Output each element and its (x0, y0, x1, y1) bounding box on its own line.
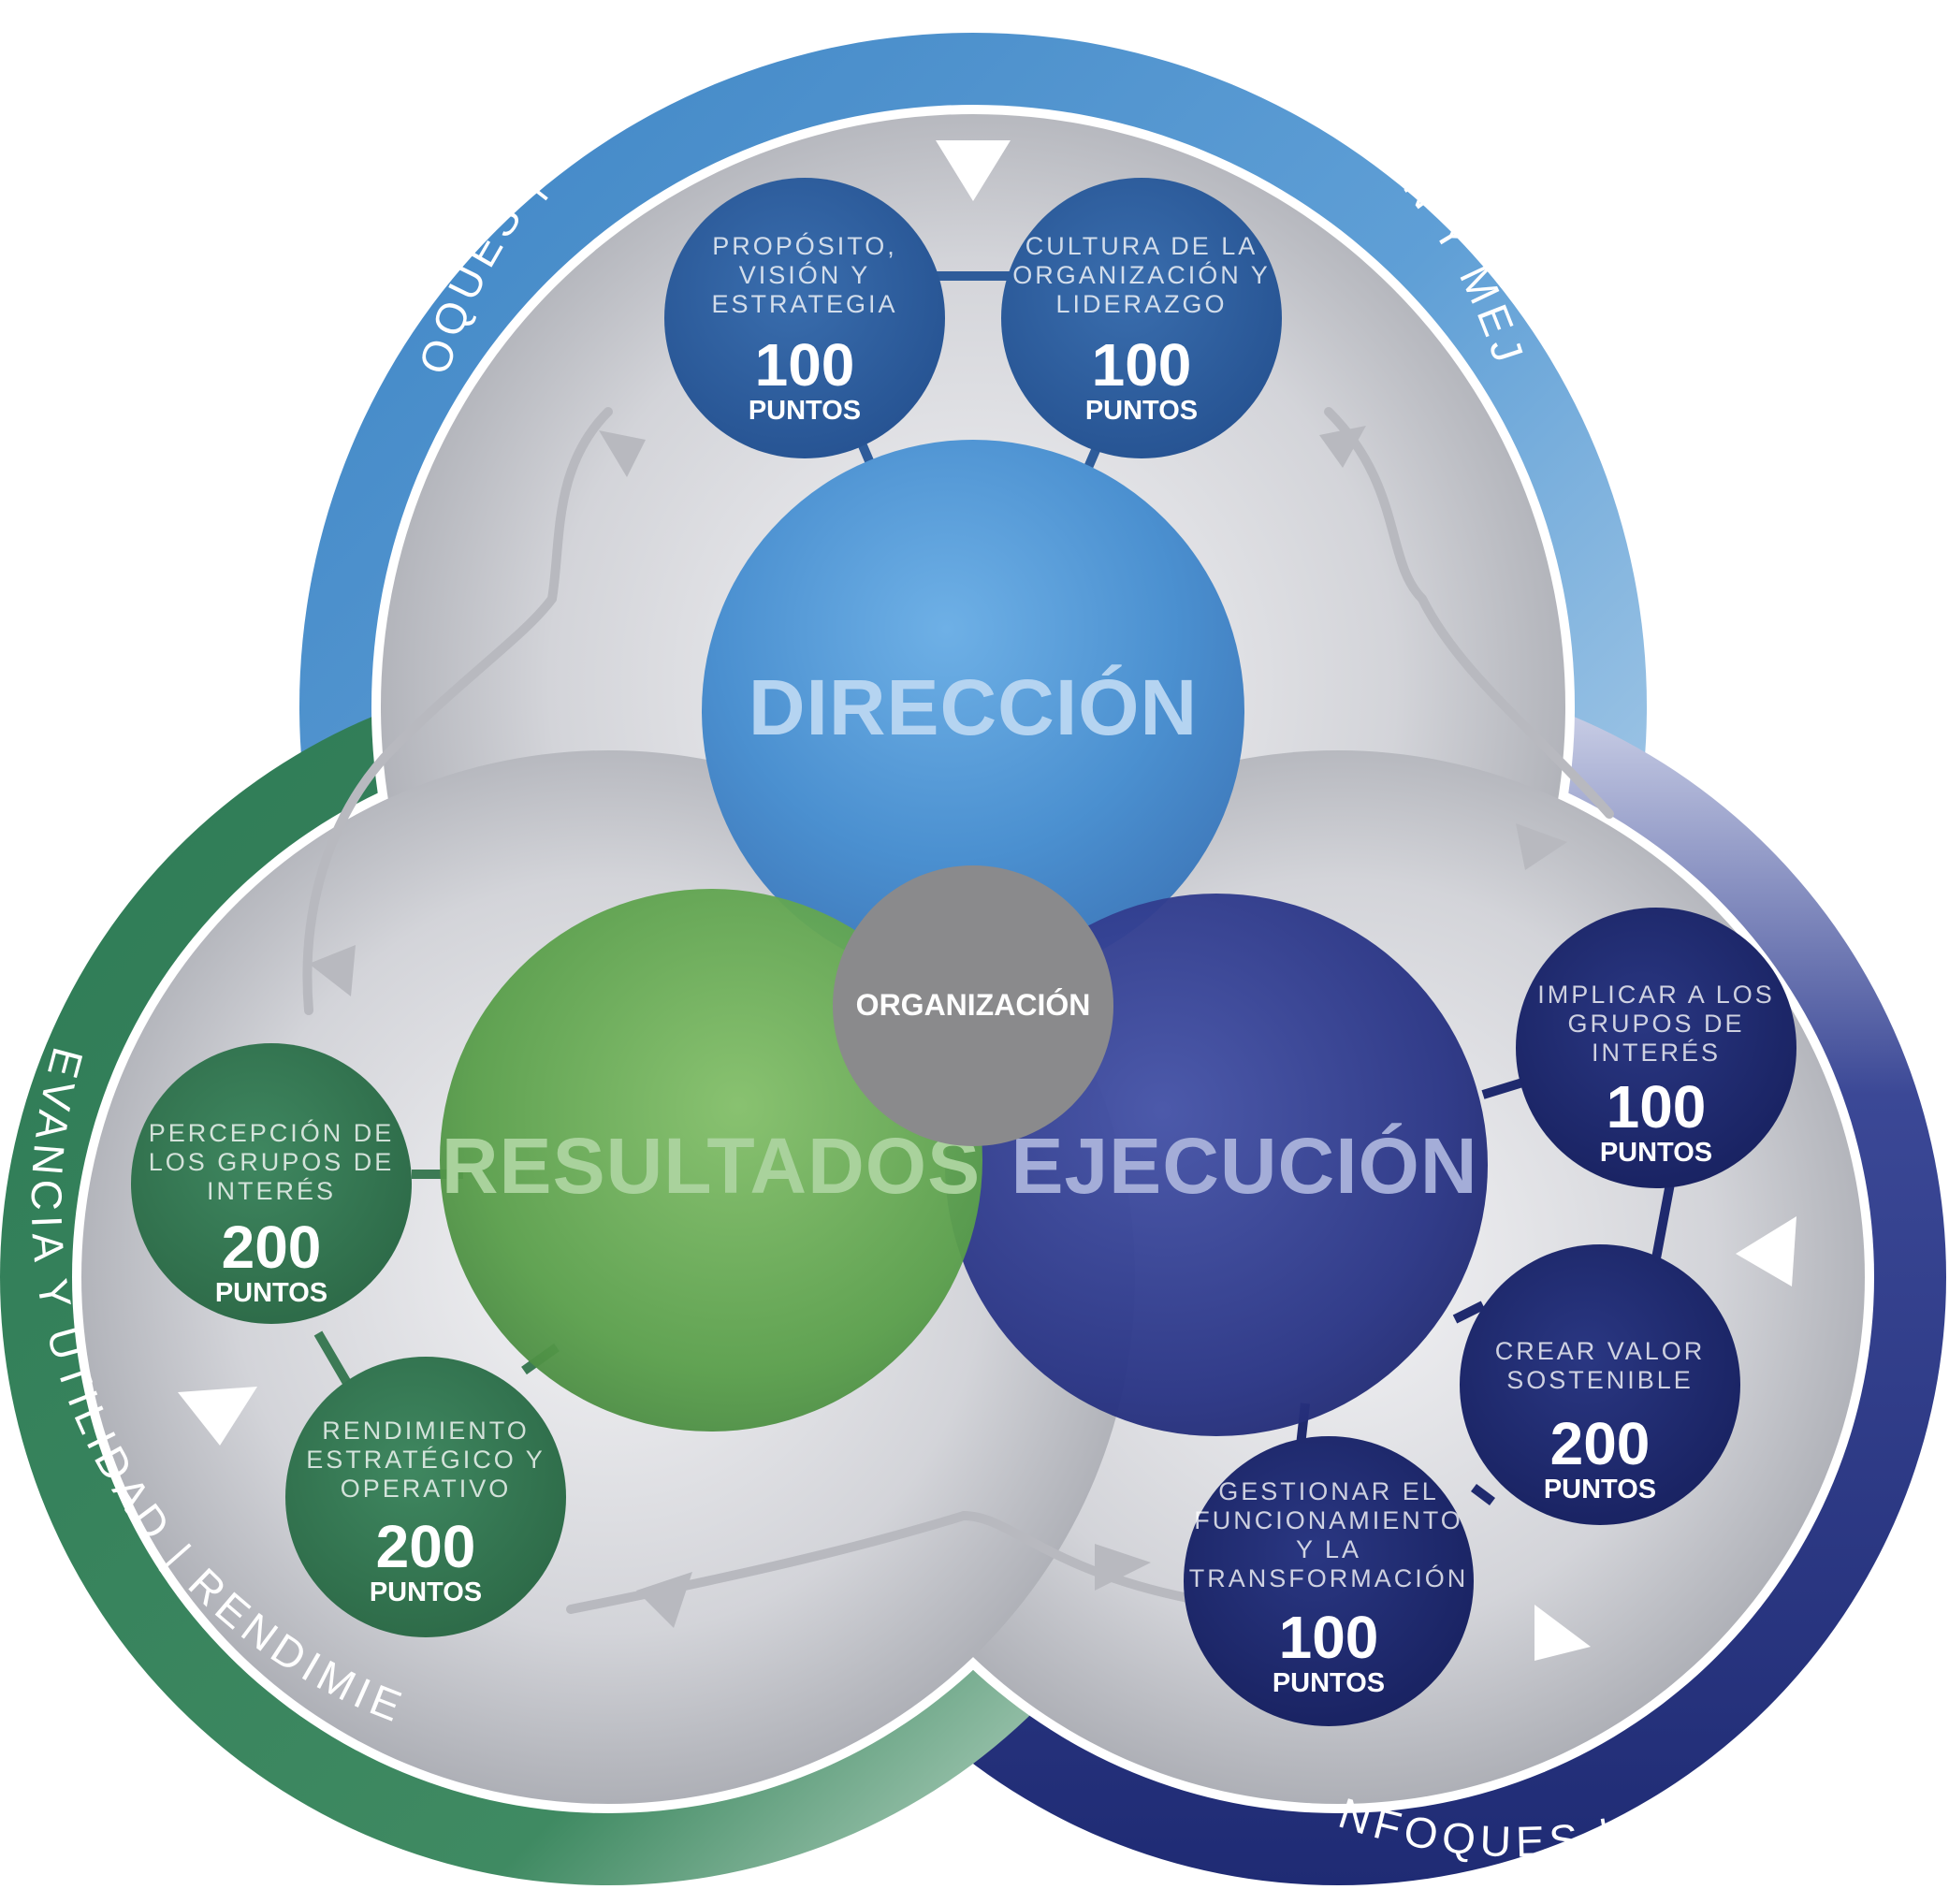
rendimiento-line-3: OPERATIVO (341, 1475, 512, 1503)
criterion-cultura: CULTURA DE LA ORGANIZACIÓN Y LIDERAZGO 1… (1001, 178, 1282, 458)
rendimiento-line-1: RENDIMIENTO (322, 1417, 530, 1445)
gestionar-points: 100 (1279, 1604, 1379, 1671)
criterion-crear-valor: CREAR VALOR SOSTENIBLE 200 PUNTOS (1460, 1244, 1740, 1525)
arrowhead-right-icon (1516, 823, 1567, 870)
gestionar-line-4: TRANSFORMACIÓN (1189, 1563, 1469, 1592)
arrowhead-top-left-icon (599, 430, 646, 477)
criterion-implicar: IMPLICAR A LOS GRUPOS DE INTERÉS 100 PUN… (1516, 908, 1796, 1188)
arrowhead-top-right-icon (1319, 426, 1366, 468)
crear-valor-points: 200 (1550, 1410, 1651, 1477)
cultura-line-2: ORGANIZACIÓN Y (1012, 260, 1271, 289)
proposito-line-2: VISIÓN Y (739, 260, 871, 289)
gestionar-line-1: GESTIONAR EL (1218, 1477, 1439, 1505)
rendimiento-points: 200 (376, 1513, 476, 1580)
arrow-path-left (302, 407, 613, 1015)
proposito-points-unit: PUNTOS (749, 396, 861, 426)
percepcion-points: 200 (222, 1214, 322, 1281)
cultura-line-3: LIDERAZGO (1055, 290, 1227, 318)
cultura-points-unit: PUNTOS (1085, 396, 1198, 426)
implicar-points-unit: PUNTOS (1600, 1138, 1712, 1168)
arrowhead-bottom-left-icon (636, 1572, 692, 1628)
rendimiento-points-unit: PUNTOS (370, 1577, 482, 1607)
arrow-path-right (1324, 407, 1614, 819)
triangle-marker-bottom-right-icon (1534, 1605, 1591, 1661)
proposito-points: 100 (755, 331, 855, 399)
ejecucion-label: EJECUCIÓN (1011, 1122, 1477, 1210)
triangle-marker-right-icon (1736, 1216, 1796, 1286)
implicar-points: 100 (1607, 1073, 1707, 1141)
triangle-marker-top-icon (936, 140, 1011, 201)
proposito-line-1: PROPÓSITO, (712, 231, 897, 260)
rendimiento-line-2: ESTRATÉGICO Y (306, 1446, 545, 1474)
arrow-path-bottom (566, 1510, 1202, 1614)
proposito-line-3: ESTRATEGIA (711, 290, 897, 318)
arrowhead-left-icon (309, 945, 356, 996)
cultura-line-1: CULTURA DE LA (1025, 232, 1258, 260)
criterion-proposito: PROPÓSITO, VISIÓN Y ESTRATEGIA 100 PUNTO… (664, 178, 945, 458)
arrowhead-bottom-right-icon (1095, 1544, 1151, 1591)
implicar-line-2: GRUPOS DE (1567, 1010, 1744, 1038)
direccion-label: DIRECCIÓN (749, 663, 1198, 751)
direccion-circle (702, 440, 1244, 982)
percepcion-points-unit: PUNTOS (215, 1278, 327, 1308)
cycle-arrowheads (309, 426, 1567, 1628)
criterion-gestionar: GESTIONAR EL FUNCIONAMIENTO Y LA TRANSFO… (1184, 1436, 1474, 1726)
percepcion-line-3: INTERÉS (207, 1177, 336, 1205)
criterion-percepcion: PERCEPCIÓN DE LOS GRUPOS DE INTERÉS 200 … (131, 1043, 412, 1324)
gestionar-points-unit: PUNTOS (1273, 1668, 1385, 1698)
triangle-marker-left-icon (178, 1387, 257, 1446)
crear-valor-line-2: SOSTENIBLE (1506, 1366, 1694, 1394)
gestionar-line-3: Y LA (1296, 1535, 1361, 1563)
criterion-rendimiento: RENDIMIENTO ESTRATÉGICO Y OPERATIVO 200 … (285, 1357, 566, 1637)
implicar-line-3: INTERÉS (1592, 1039, 1721, 1067)
crear-valor-points-unit: PUNTOS (1544, 1475, 1656, 1504)
resultados-label: RESULTADOS (442, 1122, 981, 1210)
implicar-line-1: IMPLICAR A LOS (1537, 981, 1775, 1009)
cycle-arrows (302, 407, 1614, 1614)
percepcion-line-2: LOS GRUPOS DE (149, 1148, 395, 1176)
organizacion-circle (833, 865, 1113, 1146)
crear-valor-line-1: CREAR VALOR (1495, 1337, 1706, 1365)
ring-markers (178, 140, 1796, 1661)
gestionar-line-2: FUNCIONAMIENTO (1194, 1506, 1463, 1534)
organizacion-label: ORGANIZACIÓN (856, 988, 1091, 1022)
percepcion-line-1: PERCEPCIÓN DE (149, 1118, 395, 1147)
cultura-points: 100 (1092, 331, 1192, 399)
